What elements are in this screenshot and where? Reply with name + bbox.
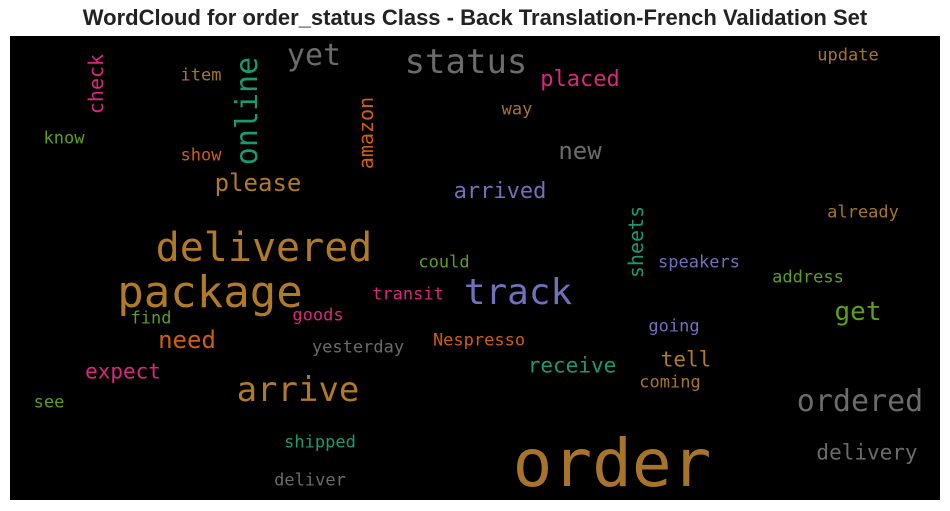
word-track: track — [463, 272, 573, 313]
word-arrive: arrive — [236, 370, 360, 410]
word-status: status — [404, 42, 528, 82]
word-yet: yet — [286, 38, 342, 73]
word-order: order — [512, 425, 712, 500]
word-new: new — [558, 137, 602, 165]
word-transit: transit — [372, 284, 444, 305]
word-find: find — [130, 308, 172, 329]
chart-title: WordCloud for order_status Class - Back … — [82, 5, 868, 30]
word-show: show — [180, 145, 222, 166]
word-please: please — [214, 169, 302, 197]
word-check: check — [84, 53, 108, 115]
word-know: know — [43, 128, 85, 149]
word-placed: placed — [540, 67, 620, 92]
word-shipped: shipped — [284, 432, 356, 453]
word-coming: coming — [639, 372, 701, 393]
word-online: online — [230, 56, 265, 166]
word-sheets: sheets — [624, 205, 648, 279]
word-speakers: speakers — [658, 252, 740, 273]
word-arrived: arrived — [453, 179, 547, 204]
word-goods: goods — [292, 305, 344, 326]
word-package: package — [117, 267, 303, 318]
word-nespresso: Nespresso — [432, 330, 526, 351]
word-update: update — [817, 45, 879, 66]
word-get: get — [834, 297, 882, 327]
word-could: could — [418, 252, 470, 273]
word-receive: receive — [527, 353, 617, 378]
word-way: way — [501, 99, 533, 120]
word-expect: expect — [85, 359, 161, 384]
word-see: see — [33, 392, 65, 413]
word-address: address — [772, 267, 844, 288]
word-amazon: amazon — [354, 96, 378, 170]
word-tell: tell — [660, 347, 712, 372]
word-yesterday: yesterday — [311, 337, 405, 358]
word-ordered: ordered — [796, 384, 924, 419]
word-already: already — [827, 202, 899, 223]
word-need: need — [158, 326, 216, 354]
word-delivered: delivered — [155, 225, 373, 271]
word-going: going — [648, 316, 700, 337]
word-deliver: deliver — [274, 470, 346, 491]
word-item: item — [180, 65, 222, 86]
word-delivery: delivery — [816, 440, 918, 465]
